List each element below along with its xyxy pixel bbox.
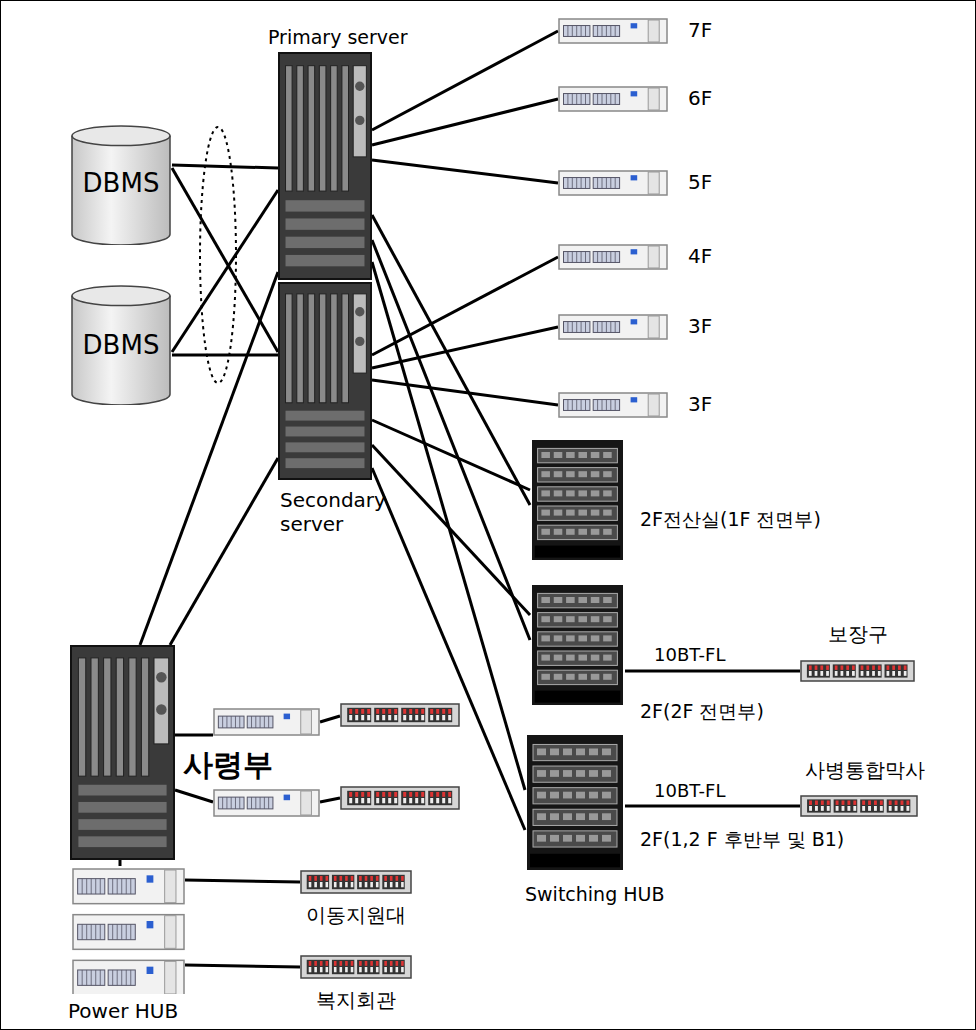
power-hub-icon <box>72 866 185 994</box>
network-link <box>625 670 800 673</box>
hub: 3F <box>558 314 668 340</box>
patch-panel-icon <box>300 870 412 894</box>
power-hub: Power HUB <box>72 866 185 994</box>
server-icon <box>278 282 372 480</box>
wire <box>175 790 213 802</box>
network-link <box>625 805 800 808</box>
network-link <box>372 468 525 830</box>
patch-panel-icon <box>800 795 918 817</box>
node-label: 사병통합막사 <box>790 758 940 782</box>
hub: 3F <box>558 392 668 418</box>
hub: 6F <box>558 86 668 112</box>
network-link <box>372 420 530 490</box>
network-link <box>172 190 278 352</box>
wire <box>320 716 340 722</box>
node-label: Power HUB <box>68 999 178 1023</box>
hub-icon <box>558 244 668 270</box>
node-label: 사령부 <box>183 747 273 783</box>
hub-icon <box>214 709 319 735</box>
network-link <box>119 860 122 866</box>
node-label: 5F <box>688 170 712 194</box>
server: Primary server <box>278 52 372 280</box>
hub-icon <box>558 18 668 44</box>
patch-panel: 보장구 <box>800 660 915 682</box>
node-label: 2F전산실(1F 전면부) <box>640 508 821 531</box>
switching-hub: 2F(2F 전면부) <box>530 585 625 705</box>
link-label: 10BT-FL <box>652 644 727 666</box>
network-link <box>172 354 278 357</box>
hub: 5F <box>558 170 668 196</box>
node-label: 7F <box>688 18 712 42</box>
database: DBMS <box>70 125 172 245</box>
switching-hub-icon <box>530 440 625 560</box>
hub-icon <box>558 392 668 418</box>
network-link <box>185 880 300 882</box>
server-icon <box>70 645 175 860</box>
database: DBMS <box>70 285 172 405</box>
wire <box>320 798 340 802</box>
node-label: 2F(2F 전면부) <box>640 700 764 723</box>
node-label: Primary server <box>268 26 408 49</box>
hub-icon <box>558 314 668 340</box>
patch-panel-icon <box>300 955 412 979</box>
network-link <box>185 965 300 967</box>
switching-hub: 2F전산실(1F 전면부) <box>530 440 625 560</box>
switching-hub: 2F(1,2 F 후반부 및 B1)Switching HUB <box>525 735 625 870</box>
network-link <box>372 240 530 640</box>
node-label: Secondary server <box>280 488 398 536</box>
node-label: 2F(1,2 F 후반부 및 B1) <box>640 828 844 851</box>
node-label: DBMS <box>70 330 172 361</box>
network-link <box>372 215 530 505</box>
network-link <box>172 165 278 168</box>
network-link <box>172 168 278 352</box>
patch-panel: 이동지원대 <box>300 870 412 894</box>
patch-panel <box>341 704 459 726</box>
node-label: 복지회관 <box>300 988 412 1012</box>
hub: 4F <box>558 244 668 270</box>
patch-panel <box>341 787 459 809</box>
node-label: 보장구 <box>800 622 915 646</box>
patch-panel-icon <box>800 660 915 682</box>
hub-icon <box>558 86 668 112</box>
node-label: 6F <box>688 86 712 110</box>
link-label: 10BT-FL <box>652 780 727 802</box>
server: Secondary server <box>278 282 372 480</box>
node-label: DBMS <box>70 168 172 199</box>
node-label: 4F <box>688 244 712 268</box>
hub-icon <box>214 790 319 816</box>
wire <box>175 734 213 737</box>
network-link <box>372 99 558 145</box>
caption-label: Switching HUB <box>525 883 664 906</box>
node-label: 3F <box>688 314 712 338</box>
server: 사령부 <box>70 645 175 860</box>
network-link <box>372 257 558 355</box>
switching-hub-icon <box>530 585 625 705</box>
patch-panel: 복지회관 <box>300 955 412 979</box>
hub-icon <box>558 170 668 196</box>
node-label: 3F <box>688 392 712 416</box>
network-link <box>372 445 530 615</box>
hub: 7F <box>558 18 668 44</box>
server-icon <box>278 52 372 280</box>
network-link <box>170 458 278 645</box>
switching-hub-icon <box>525 735 625 870</box>
network-link <box>372 160 558 183</box>
patch-panel: 사병통합막사 <box>800 795 918 817</box>
node-label: 이동지원대 <box>300 903 412 927</box>
